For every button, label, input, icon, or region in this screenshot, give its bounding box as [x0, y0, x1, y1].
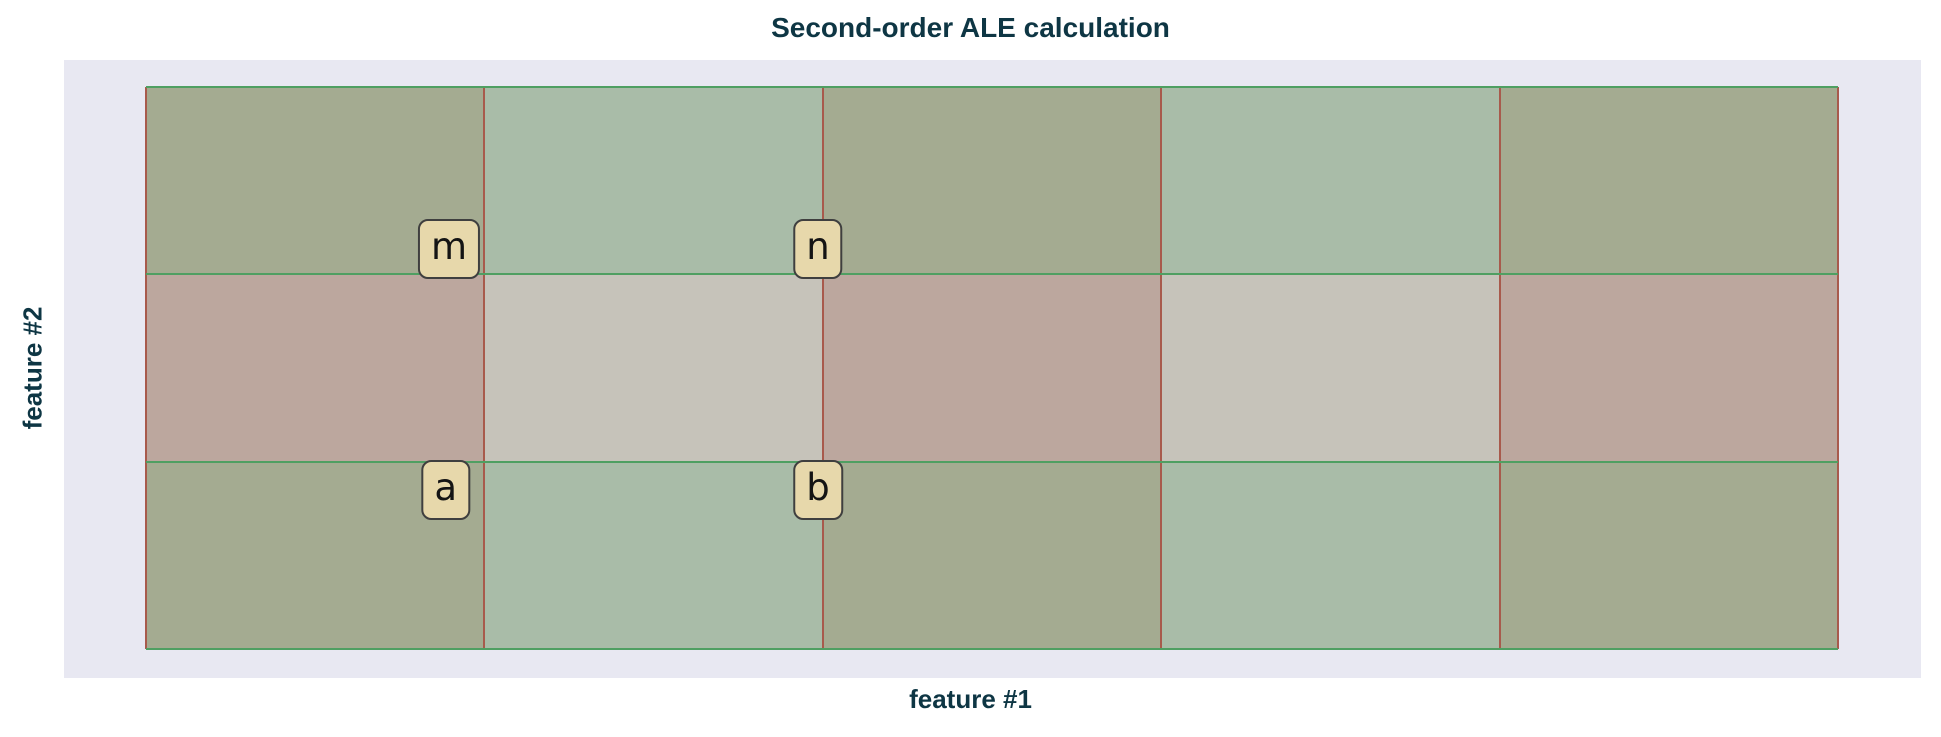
corner-label-a: a	[421, 460, 470, 520]
grid-cell-r3-c4	[1161, 461, 1500, 649]
grid-cell-r3-c5	[1499, 461, 1838, 649]
grid-line-vertical	[1160, 87, 1163, 649]
grid-cell-r3-c3	[822, 461, 1162, 649]
grid-line-vertical	[1498, 87, 1501, 649]
grid-cell-r2-c4	[1161, 274, 1500, 462]
grid-cell-r1-c5	[1499, 87, 1838, 275]
grid-cell-r2-c5	[1499, 274, 1838, 462]
grid-cell-r1-c4	[1161, 87, 1500, 275]
grid-cell-r3-c2	[484, 461, 823, 649]
grid-line-vertical	[821, 87, 824, 649]
grid-line-vertical	[145, 87, 147, 649]
grid-line-horizontal	[146, 273, 1838, 276]
grid-cell-r2-c3	[822, 274, 1162, 462]
x-axis-label: feature #1	[909, 684, 1032, 714]
grid-cell-r1-c3	[822, 87, 1162, 275]
ale-grid	[145, 86, 1839, 650]
y-axis-label: feature #2	[17, 306, 48, 430]
grid-line-horizontal	[146, 460, 1838, 463]
grid-line-horizontal	[146, 86, 1838, 88]
grid-line-vertical	[1837, 87, 1839, 649]
corner-label-b: b	[793, 460, 843, 520]
grid-cell-r1-c2	[484, 87, 823, 275]
corner-label-m: m	[417, 219, 480, 279]
chart-title: Second-order ALE calculation	[771, 12, 1170, 43]
grid-cell-r2-c1	[146, 274, 485, 462]
corner-label-n: n	[793, 219, 843, 279]
grid-cell-r2-c2	[484, 274, 823, 462]
grid-line-horizontal	[146, 648, 1838, 650]
grid-line-vertical	[483, 87, 486, 649]
plot-area: m n a b	[64, 60, 1921, 678]
